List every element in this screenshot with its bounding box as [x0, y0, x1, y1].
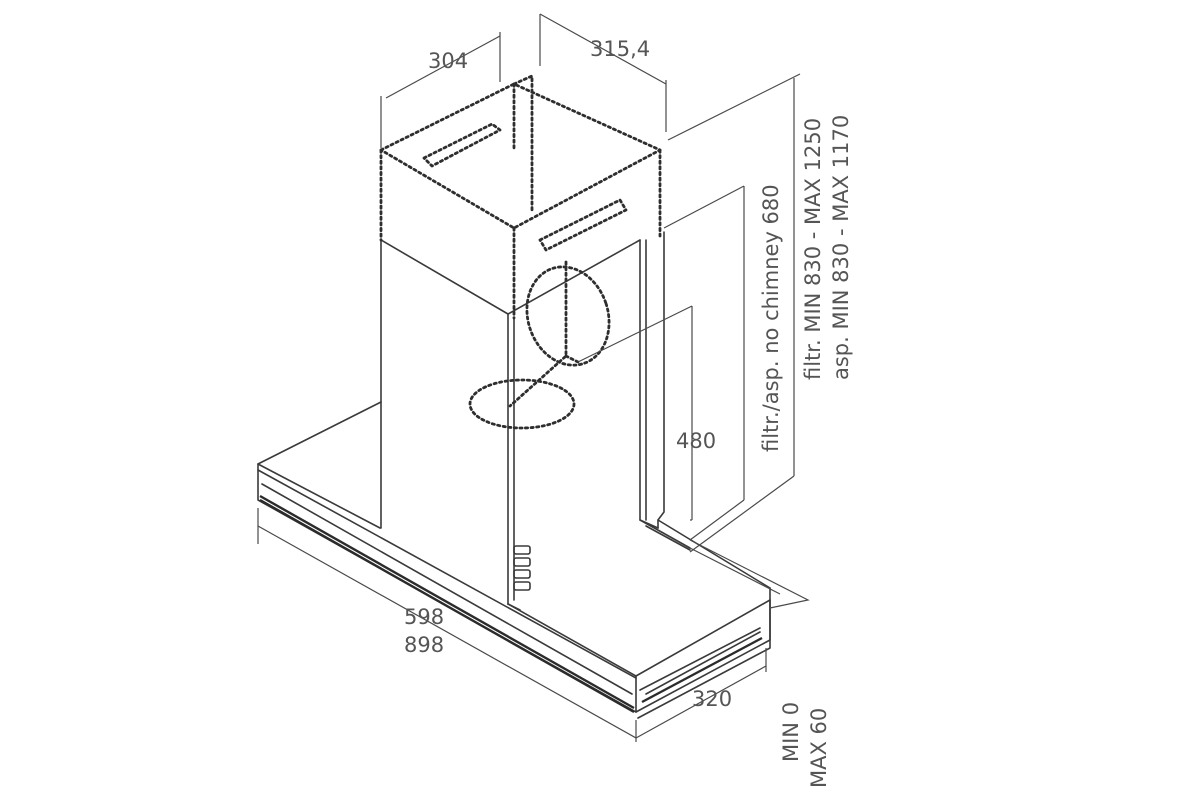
label-gap-max: MAX 60 — [807, 708, 831, 788]
hood-canopy — [257, 401, 771, 719]
label-filter-range: filtr. MIN 830 - MAX 1250 — [801, 118, 825, 380]
label-width-small: 598 — [404, 605, 444, 629]
label-filter-no-chimney: filtr./asp. no chimney 680 — [759, 184, 783, 452]
chimney — [380, 231, 691, 611]
label-gap-min: MIN 0 — [779, 702, 803, 762]
label-extract-range: asp. MIN 830 - MAX 1170 — [829, 115, 853, 380]
dimension-labels: 304 315,4 480 598 898 320 filtr./asp. no… — [404, 37, 853, 788]
dimension-lines — [257, 13, 810, 742]
label-hood-depth: 320 — [692, 687, 732, 711]
label-width-large: 898 — [404, 633, 444, 657]
control-buttons — [513, 545, 531, 591]
telescopic-duct — [379, 74, 662, 430]
label-duct-depth: 315,4 — [590, 37, 650, 61]
label-canopy-height: 480 — [676, 429, 716, 453]
label-duct-width: 304 — [428, 49, 468, 73]
